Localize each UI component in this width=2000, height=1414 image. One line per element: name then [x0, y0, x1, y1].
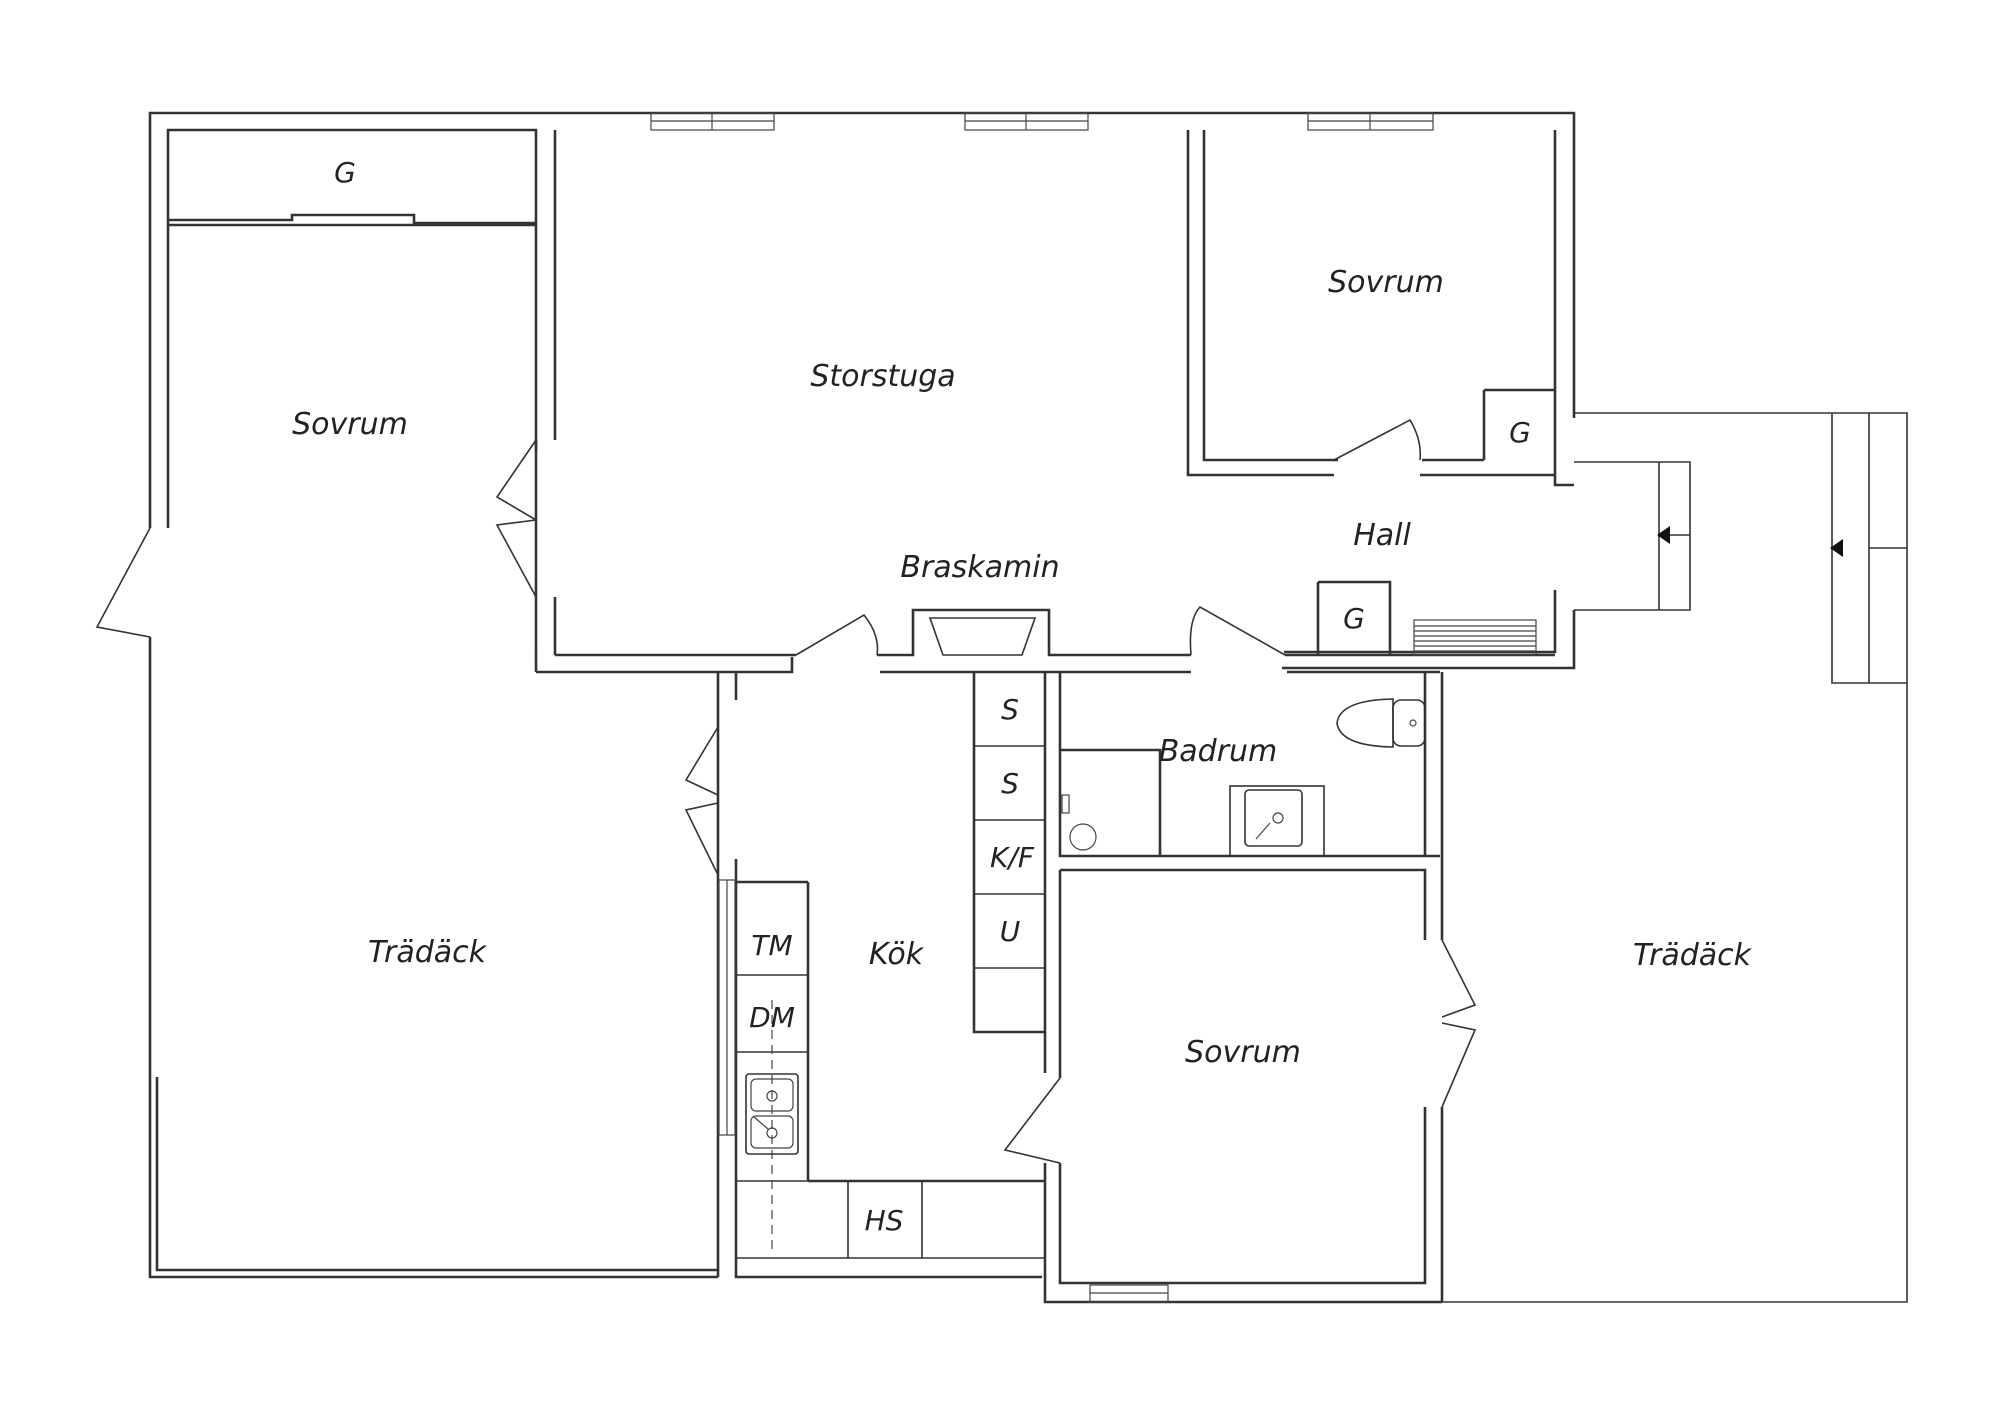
closet-label: G — [334, 156, 356, 189]
windows — [650, 112, 1434, 1303]
entry-arrow-icon — [1657, 526, 1670, 544]
hall-grille — [1413, 619, 1537, 656]
room-label-badrum: Badrum — [1159, 734, 1278, 769]
room-label-kok: Kök — [869, 937, 925, 972]
kitchen-sink — [745, 1073, 799, 1155]
outer-walls — [148, 111, 1576, 1279]
fixture-labels: S S K/F U TM DM HS — [749, 693, 1035, 1237]
fixture-label-hall-spis: HS — [865, 1204, 904, 1237]
fixture-label-ugn: U — [1000, 915, 1021, 948]
bathroom-fixtures — [1061, 698, 1426, 857]
room-label-sovrum-bottom: Sovrum — [1185, 1035, 1301, 1070]
fixture-label-kyl-frys: K/F — [990, 841, 1035, 874]
closet-label: G — [1509, 416, 1531, 449]
fireplace-label: Braskamin — [900, 550, 1059, 585]
doors — [95, 418, 1477, 1164]
room-labels: G Sovrum Storstuga Sovrum G Hall G Brask… — [292, 156, 1752, 1070]
braskamin-fireplace — [928, 617, 1037, 656]
entry-arrow-icon — [1830, 539, 1843, 557]
fixture-label-torktumlare: TM — [751, 929, 792, 962]
room-label-hall: Hall — [1353, 518, 1411, 553]
fixture-label-diskmaskin: DM — [749, 1001, 795, 1034]
kitchen-cabinets — [736, 745, 1046, 1259]
top-walls — [168, 130, 1555, 674]
room-label-storstuga: Storstuga — [810, 359, 955, 394]
room-label-tradack-right: Trädäck — [1633, 938, 1753, 973]
fixture-label-skap: S — [1001, 767, 1019, 800]
fixture-label-skap: S — [1001, 693, 1019, 726]
room-label-tradack-left: Trädäck — [368, 935, 488, 970]
room-label-sovrum-left: Sovrum — [292, 407, 408, 442]
room-label-sovrum-top-right: Sovrum — [1328, 265, 1444, 300]
closet-label: G — [1343, 602, 1365, 635]
deck-right — [1442, 412, 1908, 1303]
